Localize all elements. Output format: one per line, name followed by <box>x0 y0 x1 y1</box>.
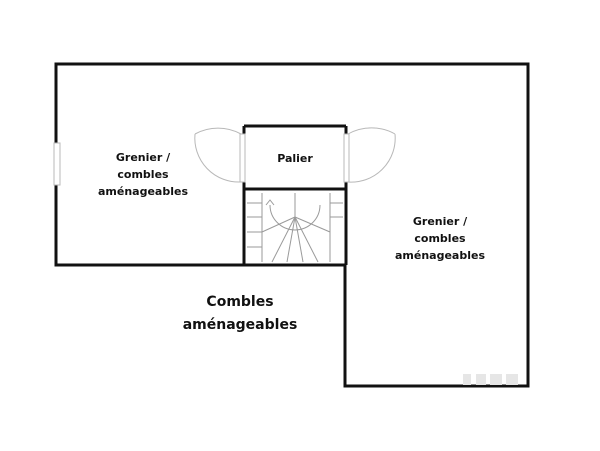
area-label-line: aménageables <box>182 317 298 333</box>
room-label-line: Grenier / <box>115 151 171 164</box>
room-label-line: Grenier / <box>412 215 468 228</box>
door-right <box>343 127 396 183</box>
exterior-wall <box>54 62 530 388</box>
room-label-left-attic: Grenier / combles aménageables <box>93 149 193 200</box>
room-label-line: aménageables <box>394 249 485 262</box>
area-label-attic: Combles aménageables <box>175 291 305 337</box>
landing-wall <box>242 124 348 265</box>
area-label-line: Combles <box>206 294 274 310</box>
room-label-landing: Palier <box>255 150 335 167</box>
room-label-line: Palier <box>277 152 313 165</box>
window <box>53 142 61 186</box>
room-label-line: combles <box>414 232 466 245</box>
room-label-line: aménageables <box>97 185 188 198</box>
door-left <box>194 127 246 183</box>
room-label-right-attic: Grenier / combles aménageables <box>390 213 490 264</box>
watermark-logo <box>463 374 518 385</box>
room-label-line: combles <box>117 168 169 181</box>
staircase <box>247 193 343 263</box>
